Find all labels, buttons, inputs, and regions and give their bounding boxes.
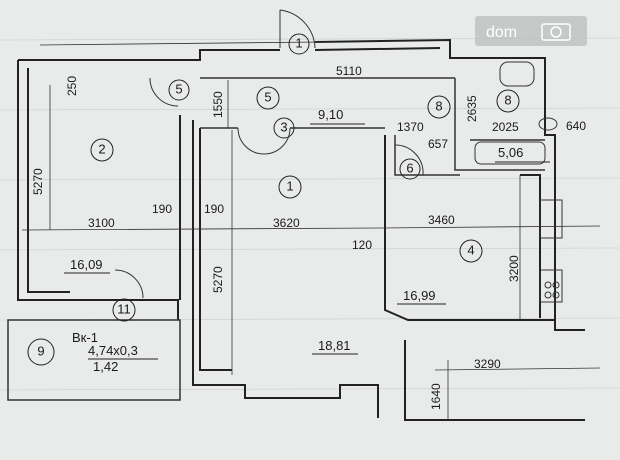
marker-door-11: 11 <box>117 301 131 316</box>
dim-2025: 2025 <box>492 120 519 134</box>
marker-door-3: 3 <box>280 119 287 134</box>
dim-1550: 1550 <box>211 91 225 118</box>
marker-door-5: 5 <box>175 81 182 96</box>
dim-1370: 1370 <box>397 120 424 134</box>
dim-3460: 3460 <box>428 213 455 227</box>
fixtures <box>474 61 563 303</box>
dim-5270-left: 5270 <box>31 168 45 195</box>
dim-1640: 1640 <box>429 383 443 410</box>
dim-190-a: 190 <box>152 202 172 216</box>
marker-door-1: 1 <box>295 35 302 50</box>
dimension-lines <box>21 41 601 420</box>
room-markers <box>27 33 520 366</box>
room-2-area: 16,09 <box>70 257 103 272</box>
dim-5270-mid: 5270 <box>211 266 225 293</box>
room-8-area: 5,06 <box>498 145 523 160</box>
dim-3200: 3200 <box>507 255 521 282</box>
dim-3100: 3100 <box>88 216 115 230</box>
dim-3620: 3620 <box>273 216 300 230</box>
room-9-area: 1,42 <box>93 359 118 374</box>
dim-5110: 5110 <box>336 64 362 78</box>
room-5-area: 9,10 <box>318 107 343 122</box>
marker-8-small: 8 <box>435 98 442 113</box>
partitions <box>7 77 545 401</box>
dim-190-b: 190 <box>204 202 224 216</box>
room-4-number: 4 <box>467 242 474 257</box>
room-9-number: 9 <box>37 343 44 358</box>
dim-640: 640 <box>566 119 586 133</box>
watermark: dom <box>475 16 587 46</box>
room-9-formula: 4,74х0,3 <box>88 343 138 358</box>
dim-120: 120 <box>352 238 372 252</box>
room-5-number: 5 <box>264 89 271 104</box>
camera-icon <box>541 23 571 41</box>
dim-250: 250 <box>65 76 79 96</box>
room-9-name: Вк-1 <box>72 330 98 345</box>
door-swings <box>114 9 424 299</box>
dim-3290: 3290 <box>474 357 501 371</box>
room-8-number: 8 <box>504 92 511 107</box>
dim-657: 657 <box>428 137 448 151</box>
room-1-number: 1 <box>286 178 293 193</box>
marker-door-6: 6 <box>406 160 413 175</box>
area-underlines <box>64 123 550 360</box>
room-1-area: 18,81 <box>318 338 351 353</box>
dim-2635: 2635 <box>465 95 479 122</box>
room-4-area: 16,99 <box>403 288 436 303</box>
watermark-text: dom <box>486 24 517 41</box>
room-2-number: 2 <box>98 141 105 156</box>
